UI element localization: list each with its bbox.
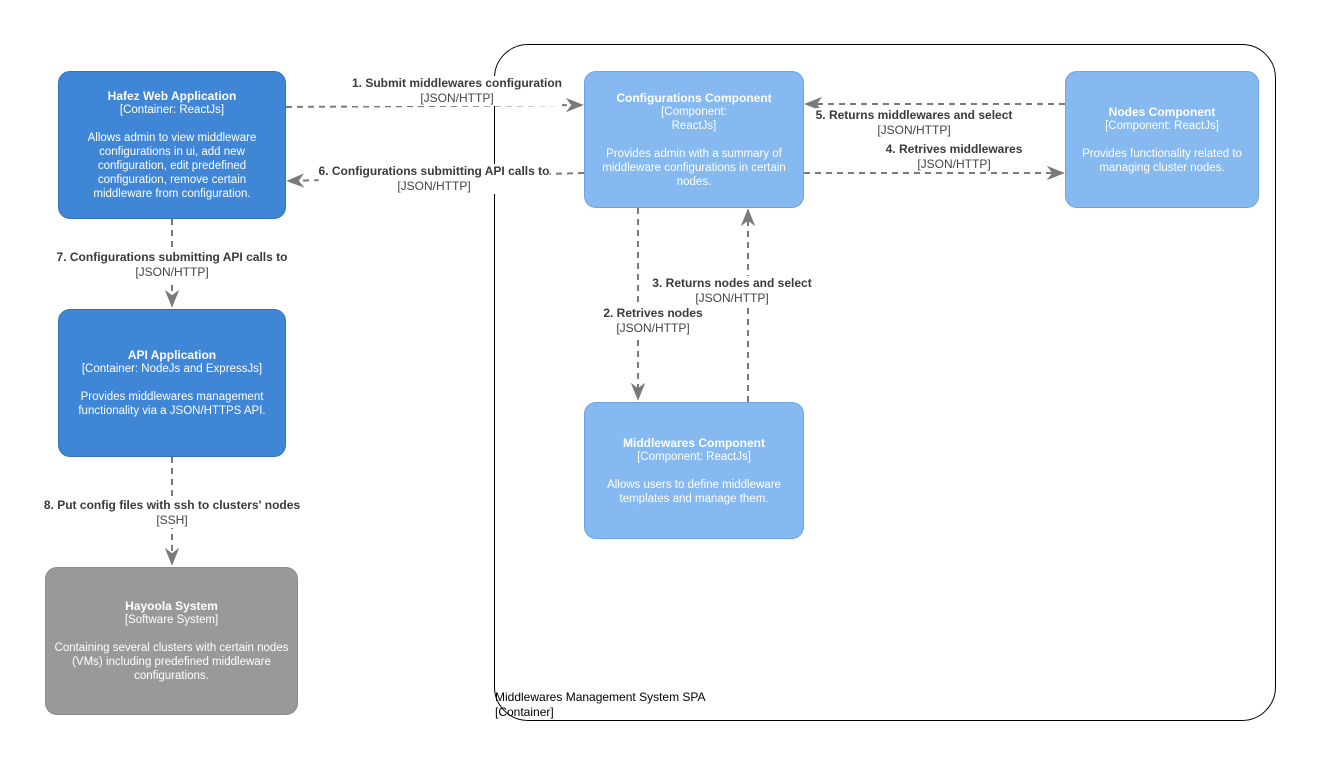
node-description: Provides admin with a summary of middlew… bbox=[602, 147, 786, 188]
relation-label-r1: 1. Submit middlewares configuration [JSO… bbox=[351, 76, 563, 106]
relation-label-r8: 8. Put config files with ssh to clusters… bbox=[43, 498, 301, 528]
relation-label-r5: 5. Returns middlewares and select [JSON/… bbox=[815, 108, 1013, 138]
node-description: Provides functionality related to managi… bbox=[1082, 147, 1242, 174]
hayoola-system-node[interactable]: Hayoola System [Software System] Contain… bbox=[45, 567, 298, 715]
node-description: Provides middlewares management function… bbox=[78, 391, 266, 417]
relation-label-r6: 6. Configurations submitting API calls t… bbox=[318, 164, 550, 194]
relation-text: 1. Submit middlewares configuration bbox=[351, 76, 563, 90]
node-description: Allows users to define middleware templa… bbox=[607, 478, 781, 505]
boundary-label: Middlewares Management System SPA [Conta… bbox=[495, 690, 706, 720]
relation-text: 8. Put config files with ssh to clusters… bbox=[43, 498, 301, 512]
relation-protocol: [JSON/HTTP] bbox=[917, 157, 991, 171]
relation-text: 4. Retrives middlewares bbox=[885, 142, 1023, 156]
node-type: [Container: ReactJs] bbox=[119, 104, 225, 116]
relation-protocol: [JSON/HTTP] bbox=[877, 123, 951, 137]
node-type: [Software System] bbox=[124, 614, 219, 626]
relation-text: 7. Configurations submitting API calls t… bbox=[56, 250, 288, 264]
system-boundary bbox=[494, 44, 1276, 721]
relation-label-r2: 2. Retrives nodes [JSON/HTTP] bbox=[603, 306, 703, 336]
node-type: [Component: ReactJs] bbox=[637, 450, 751, 463]
nodes-component-node[interactable]: Nodes Component [Component: ReactJs] Pro… bbox=[1065, 71, 1259, 208]
relation-protocol: [JSON/HTTP] bbox=[616, 321, 690, 335]
boundary-name: Middlewares Management System SPA bbox=[495, 690, 706, 704]
relation-label-r3: 3. Returns nodes and select [JSON/HTTP] bbox=[652, 276, 812, 306]
boundary-type: [Container] bbox=[495, 705, 554, 719]
node-title: Nodes Component bbox=[1108, 104, 1216, 119]
configurations-component-node[interactable]: Configurations Component [Component: Rea… bbox=[584, 71, 804, 208]
relation-text: 6. Configurations submitting API calls t… bbox=[318, 164, 550, 178]
relation-text: 2. Retrives nodes bbox=[603, 306, 703, 320]
relation-protocol: [JSON/HTTP] bbox=[420, 91, 494, 105]
relation-text: 5. Returns middlewares and select bbox=[815, 108, 1013, 122]
relation-protocol: [JSON/HTTP] bbox=[397, 179, 471, 193]
node-title: API Application bbox=[127, 348, 217, 362]
node-description: Containing several clusters with certain… bbox=[54, 642, 289, 682]
node-description: Allows admin to view middleware configur… bbox=[87, 132, 257, 200]
relation-label-r4: 4. Retrives middlewares [JSON/HTTP] bbox=[886, 142, 1023, 172]
relation-text: 3. Returns nodes and select bbox=[652, 276, 812, 290]
node-type: [Container: NodeJs and ExpressJs] bbox=[81, 363, 263, 375]
hafez-web-application-node[interactable]: Hafez Web Application [Container: ReactJ… bbox=[58, 71, 286, 219]
node-title: Hayoola System bbox=[125, 599, 218, 613]
middlewares-component-node[interactable]: Middlewares Component [Component: ReactJ… bbox=[584, 402, 804, 539]
node-type: [Component: ReactJs] bbox=[661, 105, 727, 132]
relation-protocol: [JSON/HTTP] bbox=[695, 291, 769, 305]
node-title: Middlewares Component bbox=[622, 435, 765, 450]
node-title: Hafez Web Application bbox=[107, 89, 237, 103]
relation-protocol: [JSON/HTTP] bbox=[135, 265, 209, 279]
node-title: Configurations Component bbox=[616, 90, 772, 105]
api-application-node[interactable]: API Application [Container: NodeJs and E… bbox=[58, 309, 286, 457]
relation-protocol: [SSH] bbox=[156, 513, 188, 527]
node-type: [Component: ReactJs] bbox=[1105, 119, 1219, 132]
relation-label-r7: 7. Configurations submitting API calls t… bbox=[56, 250, 288, 280]
